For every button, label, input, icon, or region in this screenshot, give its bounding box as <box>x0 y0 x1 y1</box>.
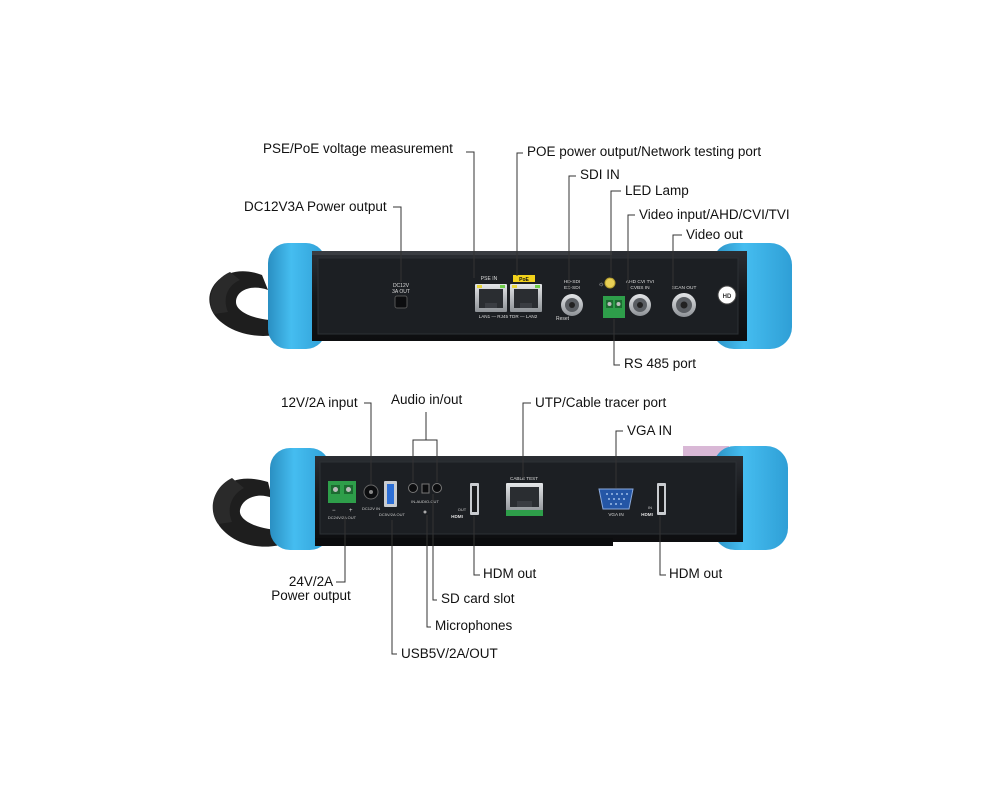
callout-hdm-out-left: HDM out <box>483 566 537 581</box>
dc-out-label: DC24V/2A OUT <box>328 515 357 520</box>
callout-vga-in: VGA IN <box>627 423 673 438</box>
dc12v-label: DC12V <box>393 283 410 289</box>
video-out-bnc-connector <box>672 293 696 317</box>
callout-12v-input: 12V/2A input <box>281 395 358 410</box>
leader-sdi-in <box>568 175 576 290</box>
dc12v-in-jack <box>363 484 379 500</box>
rj45-lan2-port <box>510 284 542 312</box>
rs485-terminal <box>603 296 625 318</box>
video-label-b: CVBS IN <box>630 285 650 291</box>
sdi-label-a: HD-SDI <box>564 279 581 285</box>
pse-in-label: PSE IN <box>481 276 498 282</box>
usb-port <box>384 481 397 507</box>
hdmi-in-label: IN <box>648 505 652 510</box>
leader-hdm-out-left <box>473 516 480 576</box>
dc12v-out-jack <box>394 295 408 309</box>
dc-in-label: DC12V IN <box>362 506 380 511</box>
audio-out-jack <box>432 483 442 493</box>
hdmi-in-port <box>657 483 666 515</box>
callout-usb: USB5V/2A/OUT <box>401 646 498 661</box>
lan-line-label: LAN1 — RJ45 TDR — LAN2 <box>479 314 538 319</box>
microphone-hole <box>423 510 427 514</box>
hdmi-logo-left: HDMI <box>451 514 463 519</box>
callout-hdm-out-right: HDM out <box>669 566 723 581</box>
sdi-bnc-connector <box>561 294 583 316</box>
video-in-bnc-connector <box>629 294 651 316</box>
top-left-bumper <box>268 243 326 349</box>
cable-test-label: CABLE TEST <box>510 476 538 481</box>
leader-utp <box>522 402 531 478</box>
callout-led-lamp: LED Lamp <box>625 183 689 198</box>
dc24v-terminal <box>328 481 356 503</box>
top-device: DC12V 3A OUT PSE IN PoE LAN1 — RJ45 TDR … <box>209 243 792 349</box>
poe-badge: PoE <box>519 277 529 283</box>
leader-led-lamp <box>610 190 621 278</box>
leader-video-input <box>627 214 635 290</box>
bottom-device: − + DC24V/2A OUT DC12V IN DC5V/2A OUT IN… <box>212 446 788 550</box>
leader-pse-poe <box>466 151 475 278</box>
callout-24v-line1: 24V/2A <box>288 574 334 589</box>
sd-card-slot <box>421 483 430 494</box>
leader-rs485 <box>613 319 620 366</box>
hdmi-out-label: OUT <box>458 507 467 512</box>
leader-sd-card <box>432 494 437 601</box>
callout-24v: 24V/2A Power output <box>270 574 352 604</box>
callout-video-input: Video input/AHD/CVI/TVI <box>639 207 790 222</box>
callout-poe-output: POE power output/Network testing port <box>527 144 762 159</box>
leader-hdm-out-right <box>659 516 666 576</box>
plus-sign: + <box>349 508 353 514</box>
sun-icon: ☼ <box>598 281 604 288</box>
callout-rs485: RS 485 port <box>624 356 697 371</box>
hdmi-logo-right: HDMI <box>641 512 653 517</box>
callout-24v-line2: Power output <box>271 588 351 604</box>
leader-12v-input <box>364 402 372 484</box>
video-label-a: AHD CVI TVI <box>626 279 654 285</box>
leader-poe-output <box>516 152 523 276</box>
scan-out-label: SCAN OUT <box>672 285 697 291</box>
vga-in-port <box>598 488 634 510</box>
dc12v-sub-label: 3A OUT <box>392 289 410 295</box>
audio-label: IN-AUDIO-OUT <box>411 499 439 504</box>
sdi-label-b: EX-SDI <box>564 285 580 291</box>
minus-sign: − <box>332 508 336 514</box>
hdmi-out-port <box>470 483 479 515</box>
callout-sdi-in: SDI IN <box>580 167 620 182</box>
callout-sd-card: SD card slot <box>441 591 515 606</box>
usb-label: DC5V/2A OUT <box>379 512 406 517</box>
led-lamp <box>604 277 616 289</box>
callout-pse-poe: PSE/PoE voltage measurement <box>263 141 453 156</box>
svg-text:HD: HD <box>723 294 732 300</box>
utp-cable-tracer-port <box>506 483 543 516</box>
callout-utp: UTP/Cable tracer port <box>535 395 667 410</box>
audio-in-jack <box>408 483 418 493</box>
leader-usb <box>391 520 397 655</box>
leader-vga-in <box>615 430 623 488</box>
leader-microphones <box>426 515 431 628</box>
reset-label: Reset <box>556 316 570 322</box>
leader-audio-bracket <box>412 439 438 482</box>
leader-lines <box>336 151 682 655</box>
callout-microphones: Microphones <box>435 618 513 633</box>
leader-dc12v3a <box>393 206 402 282</box>
leader-24v <box>336 516 346 583</box>
vga-in-label: VGA IN <box>608 512 623 517</box>
scale-badge: HD <box>717 285 737 305</box>
leader-video-out <box>672 234 682 290</box>
callout-audio: Audio in/out <box>391 392 463 407</box>
callout-dc12v3a: DC12V3A Power output <box>244 199 387 214</box>
rj45-lan1-port <box>475 284 507 312</box>
callout-video-out: Video out <box>686 227 743 242</box>
